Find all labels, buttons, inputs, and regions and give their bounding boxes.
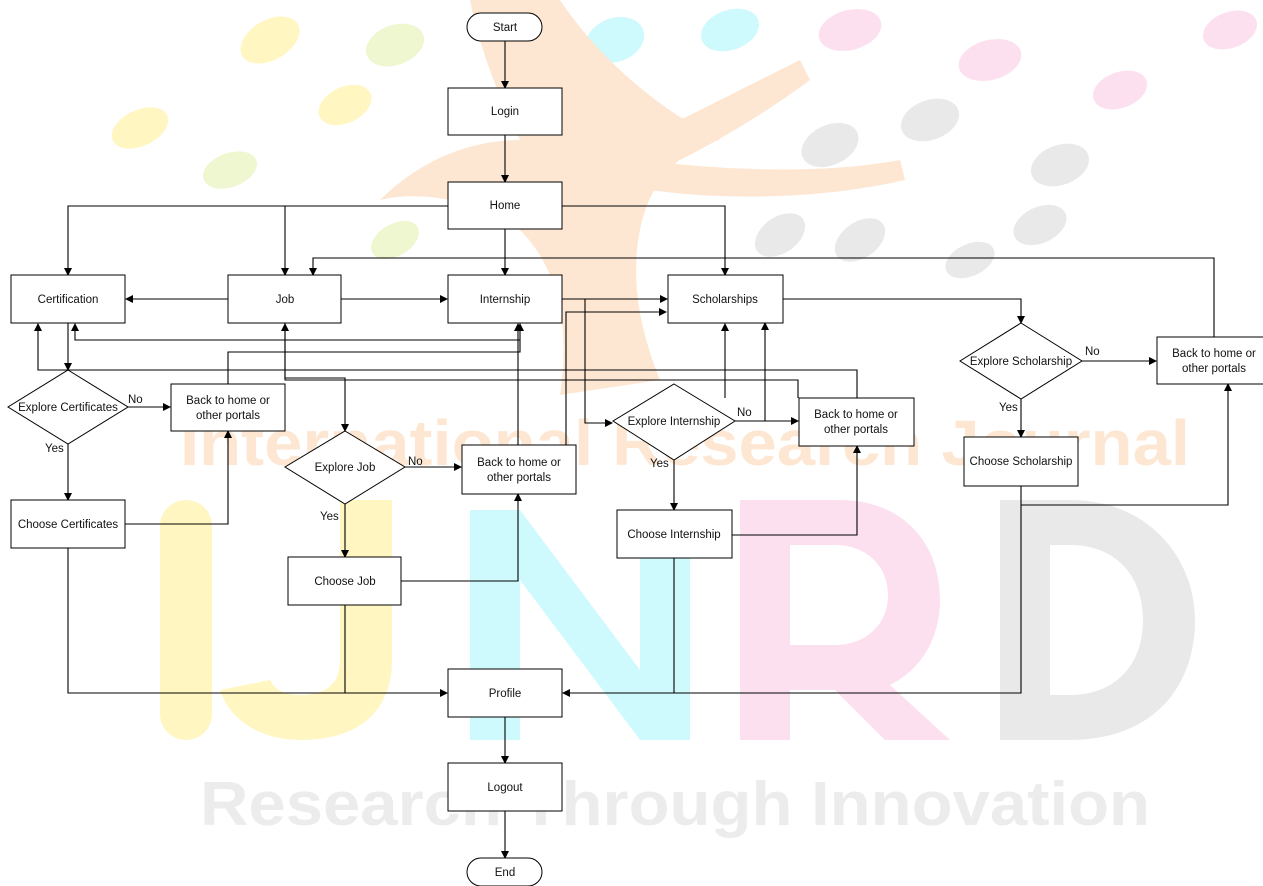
node-login: Login <box>447 87 563 136</box>
node-back-intern: Back to home or other portals <box>798 397 915 447</box>
nodes: Start End Login Home Certification Job I… <box>7 12 1263 886</box>
node-end: End <box>466 857 543 886</box>
watermark: International Research Journal Research … <box>111 0 1258 839</box>
node-start-label: Start <box>493 22 518 34</box>
node-logout-label: Logout <box>487 782 523 794</box>
node-back-job-line1: Back to home or <box>477 457 561 469</box>
node-certification: Certification <box>10 274 126 324</box>
edges <box>34 41 1232 859</box>
node-profile: Profile <box>447 668 563 718</box>
edge-backintern-cert <box>34 323 858 398</box>
node-explore-certificates: Explore Certificates <box>7 369 129 445</box>
node-job: Job <box>227 274 342 324</box>
edge-choosecert-back <box>125 430 232 525</box>
label-yes-job: Yes <box>320 511 339 523</box>
node-explore-internship: Explore Internship <box>612 383 736 461</box>
node-back-schol-line1: Back to home or <box>1172 348 1256 360</box>
edge-chooseschol-back <box>1020 383 1232 506</box>
node-profile-label: Profile <box>489 688 522 700</box>
node-choose-scholarship-label: Choose Scholarship <box>970 456 1073 468</box>
node-scholarships-label: Scholarships <box>692 294 758 306</box>
node-scholarships: Scholarships <box>667 274 784 324</box>
node-back-intern-line1: Back to home or <box>814 409 898 421</box>
label-no-schol: No <box>1085 346 1100 358</box>
edge-labels: No Yes No Yes No Yes No Yes <box>45 346 1100 523</box>
node-login-label: Login <box>491 106 519 118</box>
node-internship-label: Internship <box>480 294 531 306</box>
node-internship: Internship <box>447 274 563 324</box>
edge-backjob-scholarships <box>565 308 667 445</box>
edge-cert-loop <box>71 323 520 341</box>
node-home-label: Home <box>490 200 521 212</box>
node-start: Start <box>466 12 543 42</box>
label-yes-intern: Yes <box>650 458 669 470</box>
edge-internship-explore <box>584 299 613 427</box>
node-back-job: Back to home or other portals <box>461 444 577 495</box>
edge-choosejob-back <box>401 493 522 582</box>
node-back-schol: Back to home or other portals <box>1156 336 1263 385</box>
node-certification-label: Certification <box>38 294 99 306</box>
node-back-schol-line2: other portals <box>1182 363 1246 375</box>
edge-chooseintern-back <box>732 445 861 536</box>
node-home: Home <box>447 181 563 230</box>
node-choose-job-label: Choose Job <box>314 576 375 588</box>
label-no-intern: No <box>737 407 752 419</box>
edge-home-certification <box>64 205 448 276</box>
node-back-intern-line2: other portals <box>824 424 888 436</box>
edge-backintern-job <box>281 323 799 398</box>
node-explore-job-label: Explore Job <box>315 462 376 474</box>
node-choose-job: Choose Job <box>287 556 402 606</box>
node-explore-internship-label: Explore Internship <box>628 416 721 428</box>
edge-choosecert-profile <box>67 548 448 697</box>
node-back-cert: Back to home or other portals <box>170 383 286 432</box>
node-logout: Logout <box>447 762 563 812</box>
node-job-label: Job <box>276 294 295 306</box>
label-yes-cert: Yes <box>45 443 64 455</box>
node-explore-job: Explore Job <box>284 430 406 505</box>
node-choose-internship: Choose Internship <box>616 509 733 559</box>
edge-backschol-job <box>309 257 1215 337</box>
watermark-tagline: Research Through Innovation <box>200 770 1150 839</box>
label-yes-schol: Yes <box>999 402 1018 414</box>
node-choose-internship-label: Choose Internship <box>627 529 720 541</box>
node-back-job-line2: other portals <box>487 472 551 484</box>
node-explore-certificates-label: Explore Certificates <box>18 402 118 414</box>
node-choose-certificates: Choose Certificates <box>10 499 126 549</box>
edge-scholarships-explore <box>783 298 1025 324</box>
node-explore-scholarship: Explore Scholarship <box>959 322 1083 400</box>
label-no-job: No <box>408 456 423 468</box>
node-back-cert-line1: Back to home or <box>186 395 270 407</box>
edge-chooseschol-profile <box>562 505 1022 697</box>
node-explore-scholarship-label: Explore Scholarship <box>970 356 1072 368</box>
node-end-label: End <box>495 867 515 879</box>
edge-home-scholarships <box>562 205 729 276</box>
node-back-cert-line2: other portals <box>196 410 260 422</box>
edge-backcert-job <box>227 323 524 384</box>
node-choose-scholarship: Choose Scholarship <box>963 436 1079 487</box>
node-choose-certificates-label: Choose Certificates <box>18 519 119 531</box>
label-no-cert: No <box>128 394 143 406</box>
